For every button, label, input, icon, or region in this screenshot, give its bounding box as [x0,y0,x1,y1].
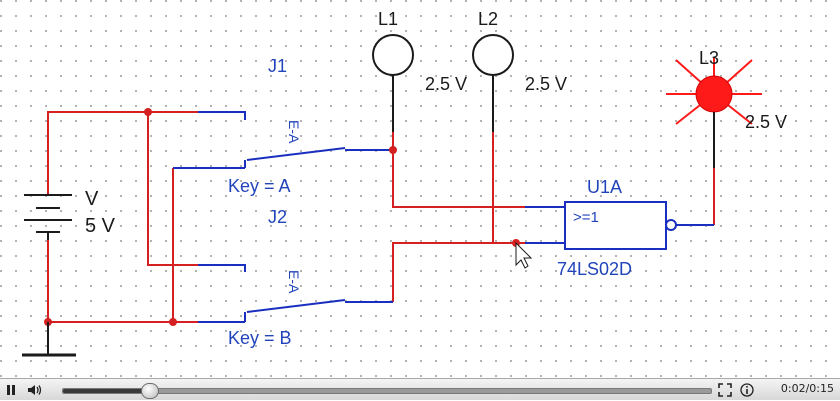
nor-gate-u1a[interactable]: >=1 U1A 74LS02D [557,177,677,279]
switch-j1-toggle-glyph: E-A [286,120,302,144]
switch-j1-key-label: Key = A [228,176,291,196]
switch-j2-label: J2 [268,207,287,227]
info-button[interactable] [738,379,756,401]
pause-button[interactable] [2,379,20,401]
lamp-l1-name: L1 [378,9,398,29]
switch-j2[interactable]: J2 E-A Key = B [228,207,302,348]
switch-j1-label: J1 [268,56,287,76]
seek-bar-thumb[interactable] [141,383,160,399]
seek-bar[interactable] [62,383,712,399]
switch-j2-toggle-glyph: E-A [286,270,302,294]
info-icon [740,383,754,397]
battery-symbol[interactable] [22,194,76,357]
volume-button[interactable] [24,379,46,401]
dot-grid [0,0,840,378]
lamp-l3-voltage: 2.5 V [745,112,787,132]
fullscreen-icon [718,383,732,397]
gate-inversion-bubble [665,219,677,231]
switch-j1[interactable]: J1 E-A Key = A [228,56,302,196]
switch-j2-key-label: Key = B [228,328,292,348]
gate-ref: U1A [587,177,622,197]
battery-value: 5 V [85,215,116,237]
lamp-l3[interactable]: L3 2.5 V [666,48,787,168]
lamp-l3-name: L3 [699,48,719,68]
lamp-l2[interactable]: L2 2.5 V [472,9,567,132]
battery-label: V [85,188,99,210]
time-readout: 0:02/0:15 [780,382,834,395]
fullscreen-button[interactable] [716,379,734,401]
circuit-canvas[interactable]: V 5 V J1 E-A Key = A J2 E-A Key = B L1 2… [0,0,840,378]
gate-symbol: >=1 [573,209,599,226]
lamp-l1-voltage: 2.5 V [425,74,467,94]
lamp-l1[interactable]: L1 2.5 V [372,9,467,132]
seek-bar-fill [63,389,150,393]
gate-part-number: 74LS02D [557,259,632,279]
lamp-l2-voltage: 2.5 V [525,74,567,94]
pause-icon [7,385,15,395]
video-player-controls: 0:02/0:15 [0,378,840,400]
lamp-l2-name: L2 [478,9,498,29]
mouse-pointer-icon [515,241,533,269]
volume-icon [28,385,42,395]
